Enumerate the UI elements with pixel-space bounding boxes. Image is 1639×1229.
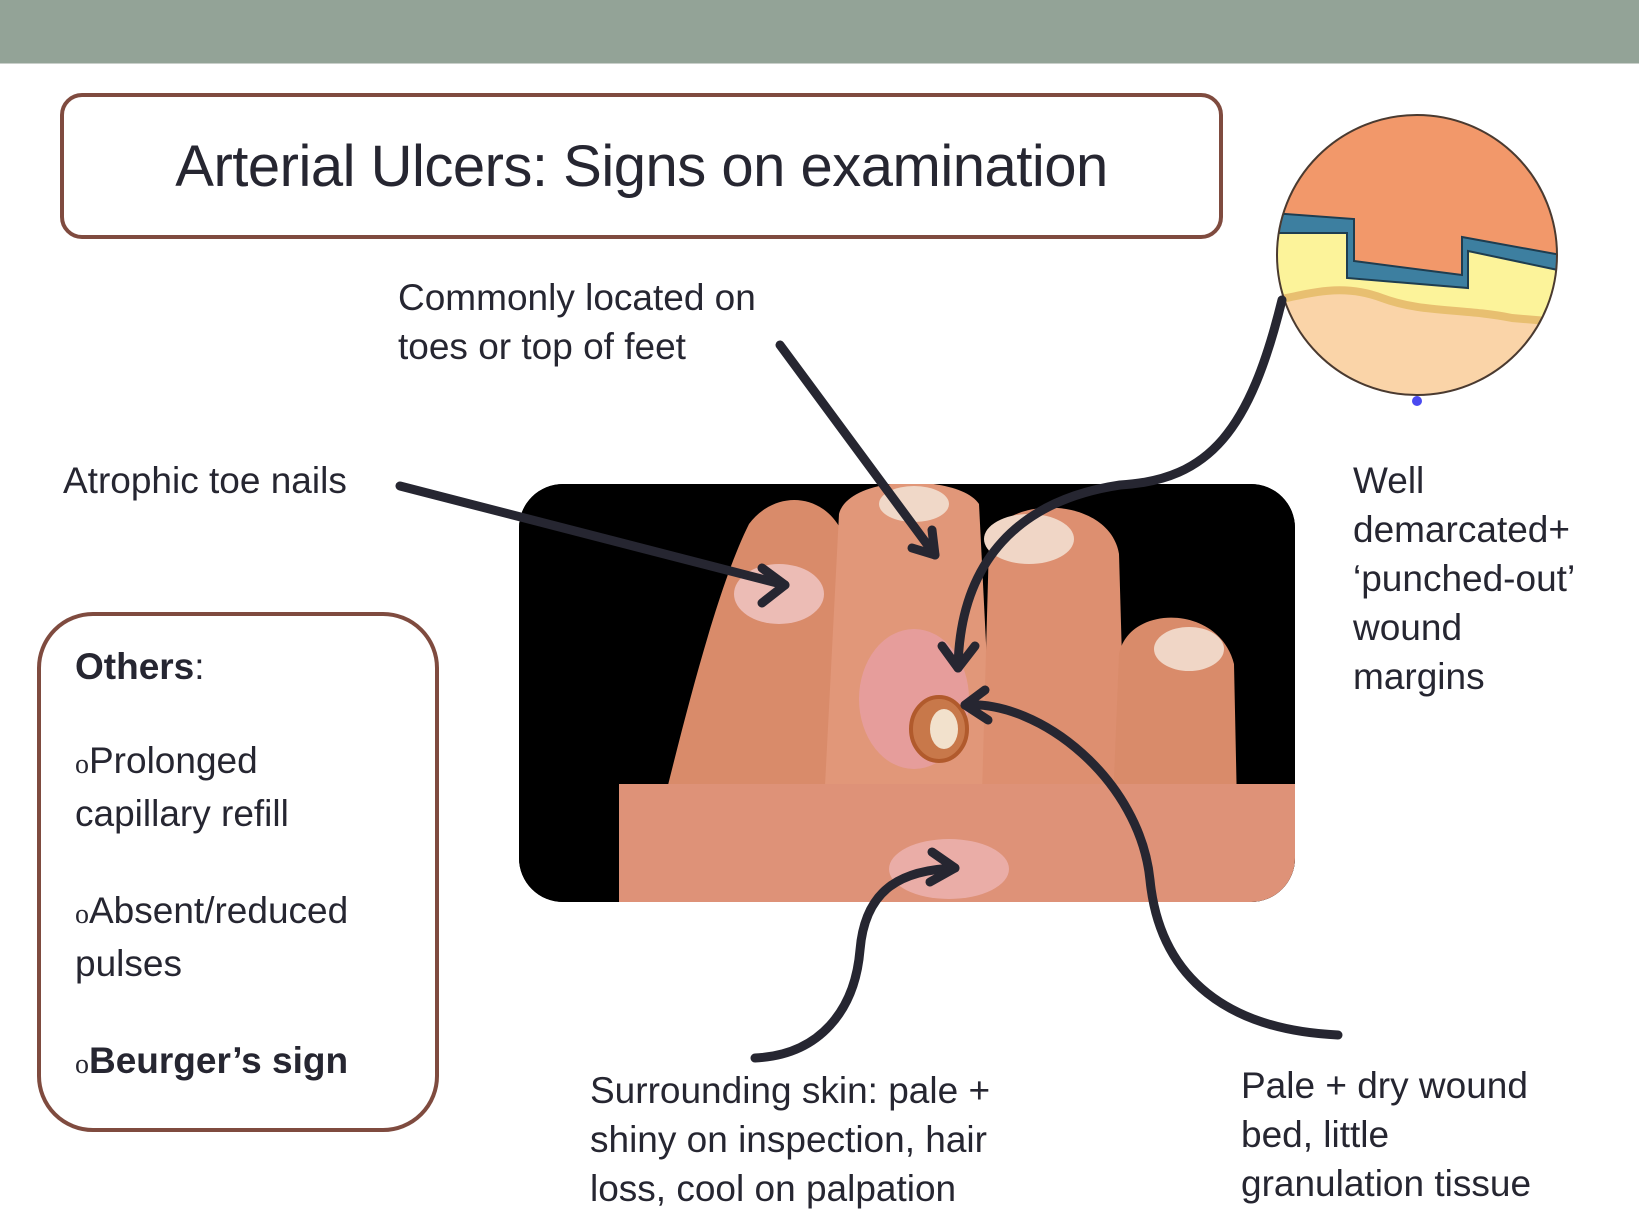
others-heading: Others:: [75, 646, 205, 687]
label-wound-bed: Pale + dry wound bed, little granulation…: [1241, 1065, 1532, 1204]
others-item-beurgers-sign: oBeurger’s sign: [75, 1040, 349, 1081]
bullet-icon: o: [75, 899, 89, 930]
label-location: Commonly located on toes or top of feet: [398, 277, 756, 367]
others-item-pulses: oAbsent/reduced pulses: [75, 890, 349, 984]
label-atrophic-nails: Atrophic toe nails: [63, 460, 347, 501]
clinical-photo: [519, 484, 1295, 902]
label-wound-margins: Well demarcated+ ‘punched-out’ wound mar…: [1353, 460, 1576, 697]
others-item-capillary-refill: oProlonged capillary refill: [75, 740, 289, 834]
others-box: Others: oProlonged capillary refill oAbs…: [37, 612, 439, 1132]
title-box: Arterial Ulcers: Signs on examination: [60, 93, 1223, 239]
slide-title: Arterial Ulcers: Signs on examination: [175, 133, 1108, 199]
header-bar: [0, 0, 1639, 64]
label-surrounding-skin: Surrounding skin: pale + shiny on inspec…: [590, 1070, 991, 1209]
bullet-icon: o: [75, 1049, 89, 1080]
bullet-icon: o: [75, 749, 89, 780]
skin-cross-section-diagram: [1272, 113, 1572, 418]
